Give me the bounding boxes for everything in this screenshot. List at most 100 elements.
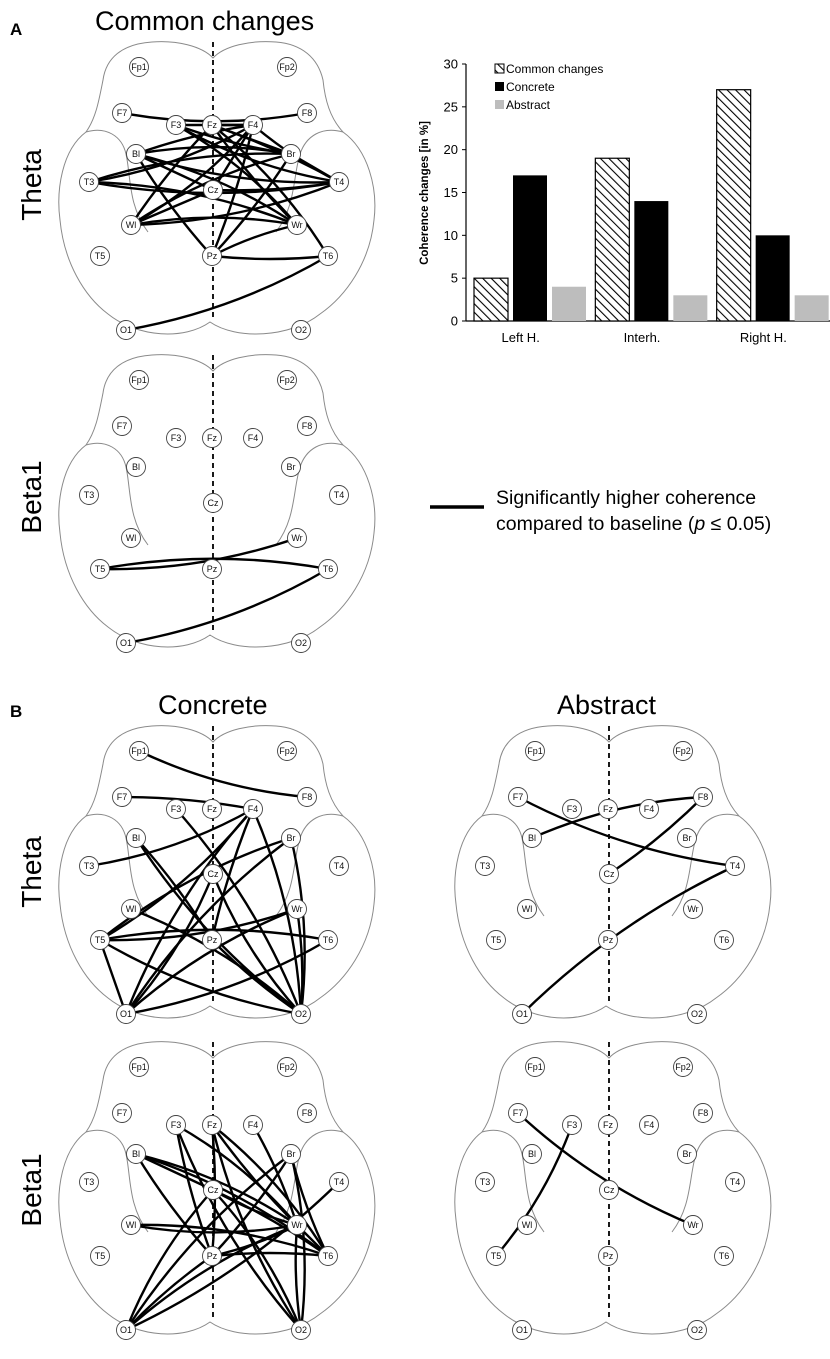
connection-br-t5 [99,836,292,941]
electrode-label-wl: Wl [126,904,137,914]
electrode-f7 [508,787,528,807]
electrode-pz [202,246,222,266]
electrode-label-fp2: Fp2 [675,746,691,756]
electrode-wr [287,1215,307,1235]
connection-wl-fz [130,124,213,226]
title-concrete: Concrete [158,690,268,720]
connection-br-o1 [124,837,292,1015]
y-tick-label: 5 [451,271,458,286]
electrode-label-fp2: Fp2 [675,1062,691,1072]
connection-wl-wr [130,1223,298,1234]
electrode-br [281,457,301,477]
electrode-label-bl: Bl [528,1149,536,1159]
connection-bl-t6 [135,1152,329,1257]
connection-bl-wr [135,152,298,226]
connection-br-t3 [88,152,292,184]
electrode-o1 [116,633,136,653]
electrode-o1 [116,1320,136,1340]
electrode-label-pz: Pz [207,1251,218,1261]
electrode-label-fp2: Fp2 [279,1062,295,1072]
electrode-bl [126,828,146,848]
electrode-fp2 [277,370,297,390]
connection-br-o1 [124,1153,292,1331]
bar-common-changes-2 [716,89,752,322]
chart-legend-label: Abstract [506,98,551,112]
connection-o1-t4 [521,864,736,1015]
connection-fz-wr [211,1124,298,1226]
electrode-label-wl: Wl [522,904,533,914]
electrode-f8 [693,787,713,807]
bar-abstract-2 [794,295,829,321]
electrode-label-f3: F3 [567,804,578,814]
electrode-label-o2: O2 [691,1325,703,1335]
electrode-label-o1: O1 [120,638,132,648]
connection-bl-o2 [134,837,302,1015]
legend-text-line2: compared to baseline (p ≤ 0.05) [496,513,771,535]
connection-wl-o2 [130,907,302,1015]
electrode-fz [202,115,222,135]
electrode-t5 [486,1246,506,1266]
electrode-t5 [486,930,506,950]
connection-bl-pz [134,1153,213,1257]
electrode-label-wr: Wr [291,220,302,230]
electrode-pz [598,930,618,950]
temporal-outline-left [85,1129,149,1233]
connection-t4-o1 [125,1181,340,1332]
electrode-label-wr: Wr [291,533,302,543]
bar-abstract-1 [673,295,708,321]
electrode-fp2 [277,1057,297,1077]
electrode-label-fz: Fz [207,433,217,443]
electrode-f7 [112,1103,132,1123]
electrode-fz [598,1115,618,1135]
electrode-label-f8: F8 [302,421,313,431]
electrode-label-cz: Cz [604,869,615,879]
electrode-bl [522,1144,542,1164]
chart-legend-swatch [495,100,504,109]
connection-o1-t6 [125,254,329,332]
bar-concrete-0 [513,175,547,321]
electrode-label-f3: F3 [567,1120,578,1130]
electrode-wl [517,899,537,919]
electrode-label-bl: Bl [132,1149,140,1159]
connection-wl-t6 [130,1223,329,1258]
electrode-label-t4: T4 [334,490,345,500]
connection-f4-o2 [251,808,303,1015]
connection-f3-wr [175,123,298,226]
connection-wr-o1 [125,907,298,1015]
chart-legend-swatch [494,63,505,74]
electrode-cz [599,864,619,884]
electrode-fp1 [129,370,149,390]
electrode-br [281,1144,301,1164]
connections [495,1112,694,1257]
electrode-o2 [291,1320,311,1340]
electrode-label-f7: F7 [117,792,128,802]
electrode-f3 [562,1115,582,1135]
chart-legend-swatch [495,82,504,91]
electrode-fp1 [525,741,545,761]
electrode-label-wr: Wr [291,1220,302,1230]
electrode-label-f4: F4 [248,433,259,443]
electrode-label-f8: F8 [302,792,313,802]
connection-bl-wr [135,1152,298,1226]
electrode-f4 [639,799,659,819]
electrode-label-bl: Bl [132,462,140,472]
electrode-f3 [562,799,582,819]
electrode-label-fp1: Fp1 [131,746,147,756]
electrode-fp2 [277,741,297,761]
electrode-wr [287,528,307,548]
connection-f4-t5 [99,808,254,942]
electrode-label-t5: T5 [95,251,106,261]
electrode-fp1 [129,57,149,77]
title-common-changes: Common changes [95,6,314,36]
electrode-label-o1: O1 [120,325,132,335]
electrode-label-t5: T5 [491,1251,502,1261]
electrode-f3 [166,428,186,448]
connections [88,749,329,1016]
electrode-label-t3: T3 [84,1177,95,1187]
electrode-wl [121,528,141,548]
electrode-pz [202,930,222,950]
electrode-label-br: Br [287,149,296,159]
